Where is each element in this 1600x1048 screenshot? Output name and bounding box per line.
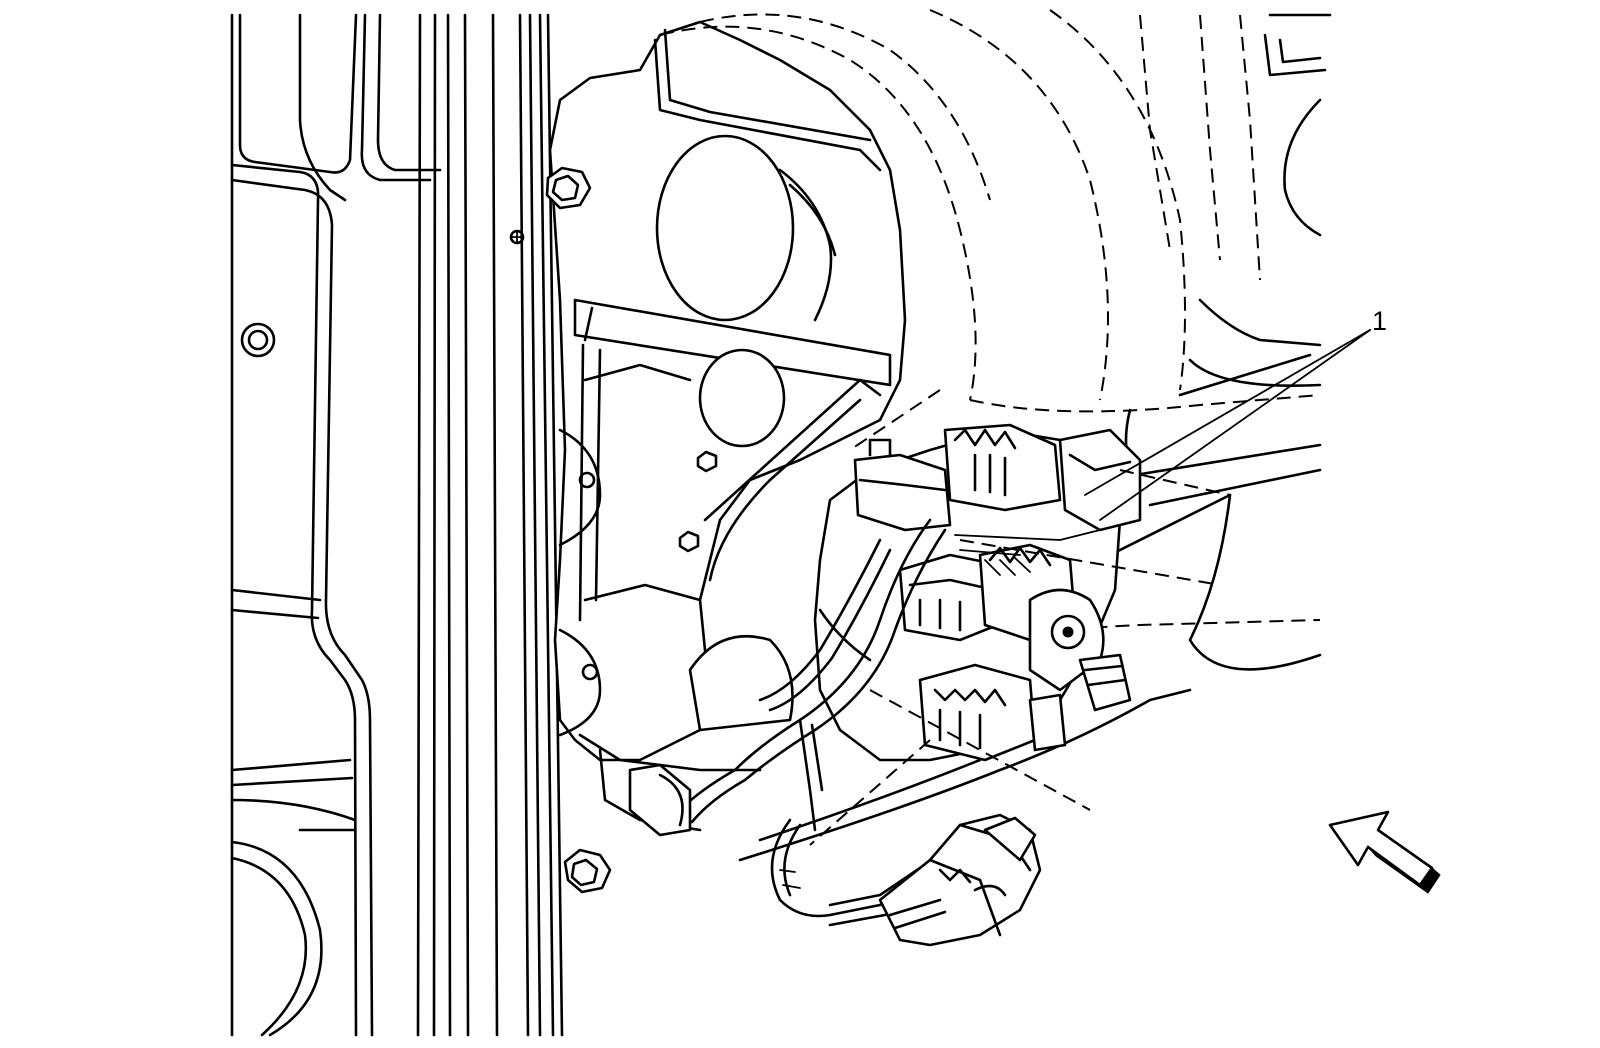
bolt-bottom-icon (563, 848, 612, 894)
mounting-bolts (545, 166, 612, 894)
outer-shell-hidden-lines (659, 9, 1321, 641)
callout-1: 1 (1084, 306, 1387, 521)
harness-connector-disconnected (878, 813, 1042, 947)
bolt-top-icon (545, 166, 592, 210)
callout-label-1: 1 (1372, 306, 1387, 336)
door-module-connectors (813, 423, 1142, 762)
door-frame-channel (416, 13, 564, 1037)
door-inner-panel (230, 13, 442, 1037)
exploded-view-guides (809, 389, 1231, 846)
view-direction-arrow-icon (1328, 810, 1441, 894)
wiring-harness (628, 518, 947, 927)
door-module-carrier (548, 20, 907, 832)
